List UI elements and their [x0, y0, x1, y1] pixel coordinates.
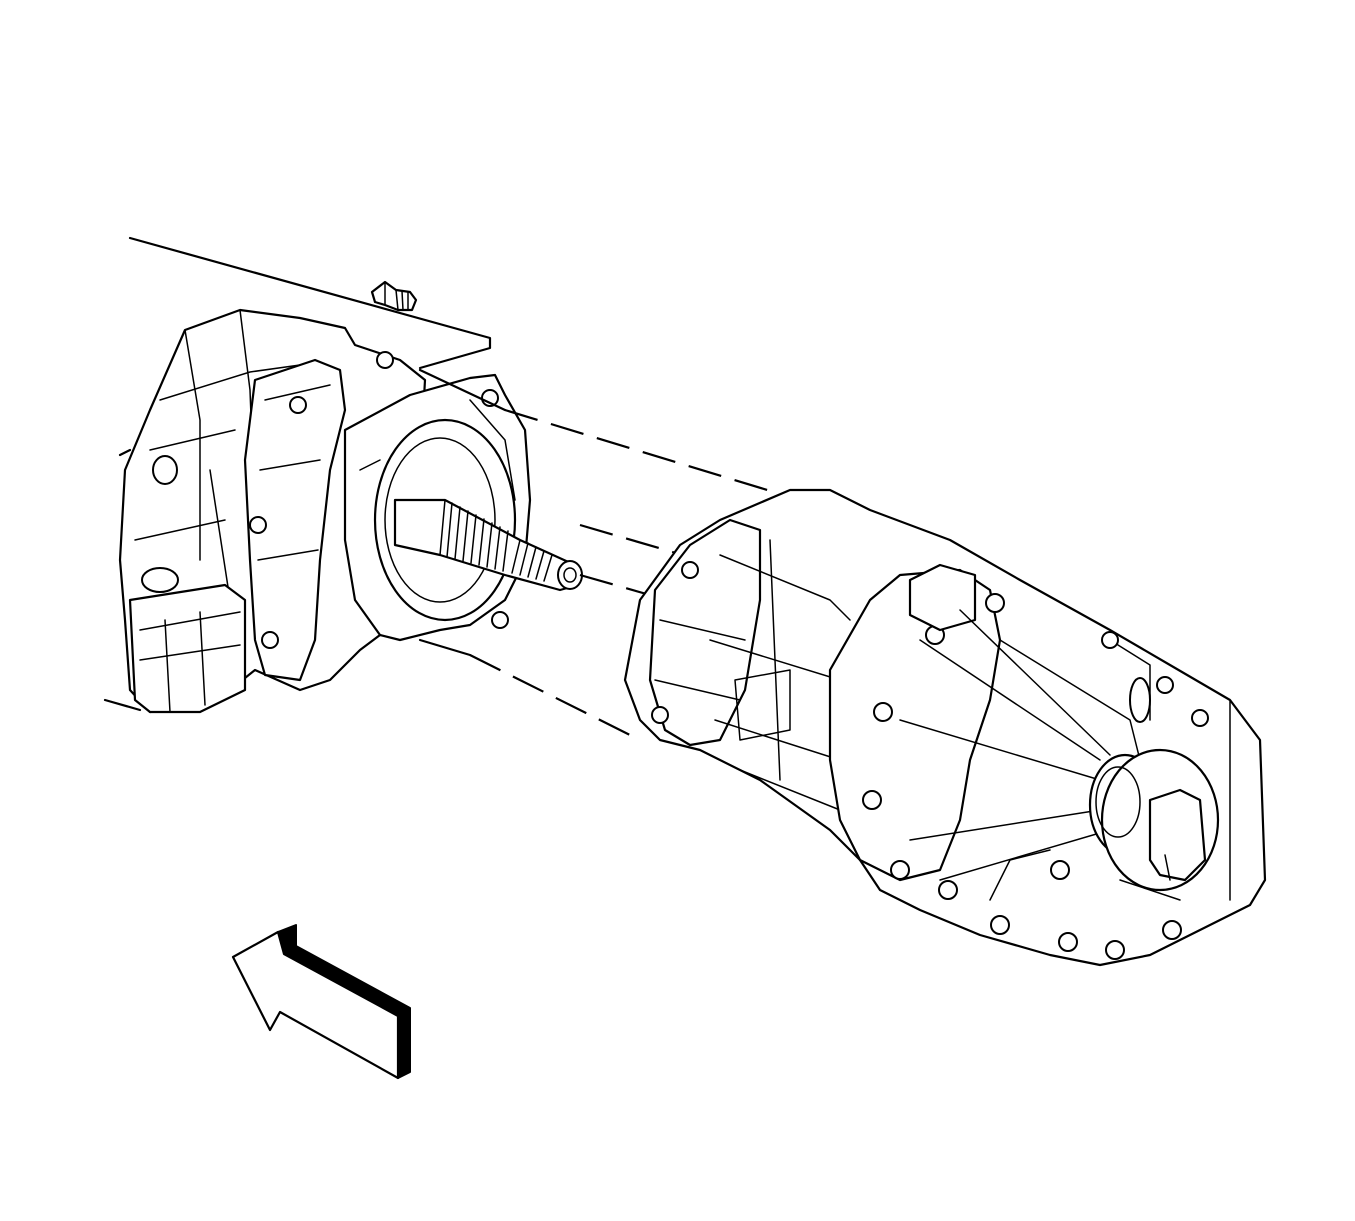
arrow-left-icon [231, 924, 411, 1080]
mounting-bolt [370, 280, 418, 312]
transmission-housing [103, 236, 492, 714]
transfer-case [623, 488, 1267, 967]
output-shaft [393, 498, 583, 592]
